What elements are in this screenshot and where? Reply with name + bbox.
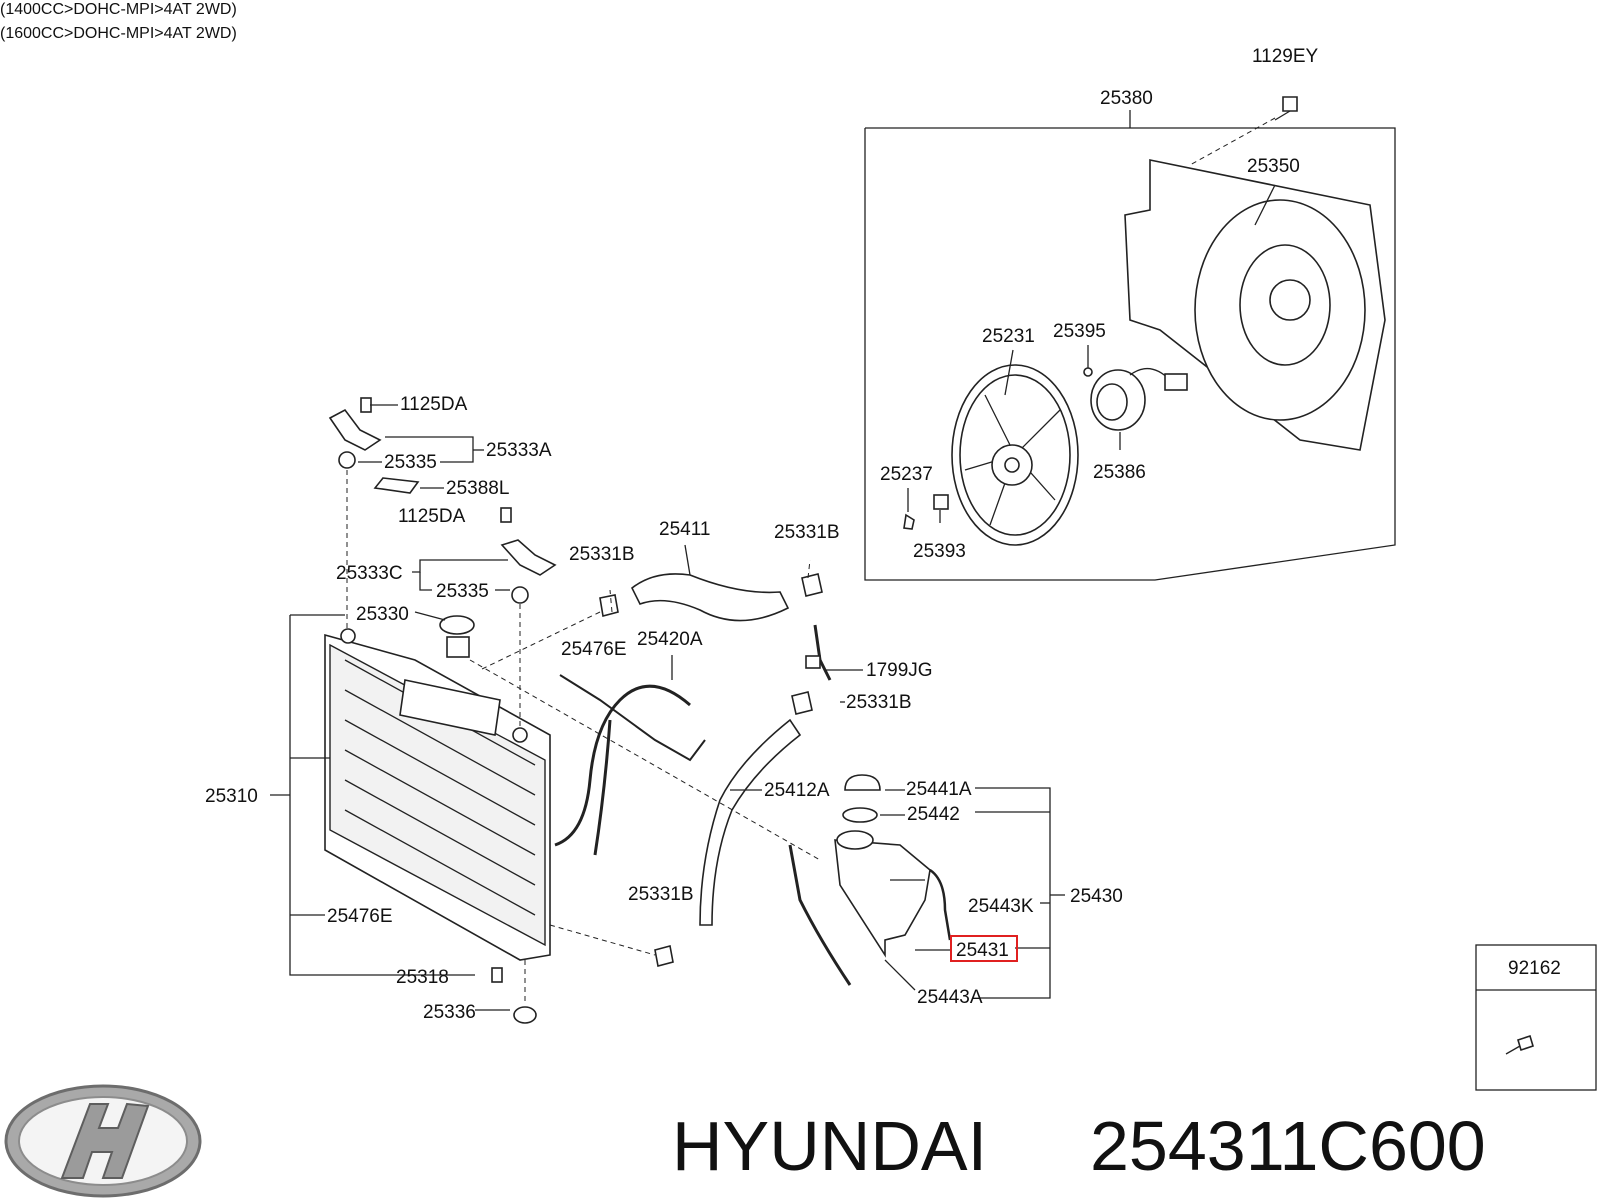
label-25395[interactable]: 25395 xyxy=(1053,321,1106,342)
screw-icon xyxy=(1517,1034,1534,1052)
reservoir-group xyxy=(834,774,952,958)
label-25386[interactable]: 25386 xyxy=(1093,462,1146,483)
part-labels: 1129EY 25380 25350 25231 25395 25237 253… xyxy=(205,46,1319,1023)
header-line-1: (1400CC>DOHC-MPI>4AT 2WD) xyxy=(0,1,237,18)
hose-clamp-3 xyxy=(791,691,813,715)
label-25420A[interactable]: 25420A xyxy=(637,629,703,650)
label-25412A[interactable]: 25412A xyxy=(764,780,830,801)
label-25331B-3[interactable]: 25331B xyxy=(846,692,912,713)
fan-assembly-group xyxy=(864,96,1396,581)
label-25388L[interactable]: 25388L xyxy=(446,478,509,499)
label-25237[interactable]: 25237 xyxy=(880,464,933,485)
hose-clamp-2 xyxy=(801,573,823,597)
brand-name: HYUNDAI xyxy=(672,1107,987,1185)
brand-part-number: 254311C600 xyxy=(1090,1107,1486,1185)
label-25331B-1[interactable]: 25331B xyxy=(569,544,635,565)
inset-92162: 92162 xyxy=(1475,944,1597,1091)
label-1129EY[interactable]: 1129EY xyxy=(1252,46,1319,67)
label-25333A[interactable]: 25333A xyxy=(486,440,552,461)
label-25476E-top[interactable]: 25476E xyxy=(561,639,627,660)
reservoir-tank xyxy=(834,839,931,958)
label-25443A[interactable]: 25443A xyxy=(917,987,983,1008)
label-25476E-bot[interactable]: 25476E xyxy=(327,906,393,927)
label-25318[interactable]: 25318 xyxy=(396,967,449,988)
bypass-hose xyxy=(554,684,691,847)
label-25350[interactable]: 25350 xyxy=(1247,156,1300,177)
label-25393[interactable]: 25393 xyxy=(913,541,966,562)
label-25333C[interactable]: 25333C xyxy=(336,563,403,584)
label-25331B-2[interactable]: 25331B xyxy=(774,522,840,543)
radiator-cap xyxy=(439,615,475,635)
label-25430[interactable]: 25430 xyxy=(1070,886,1123,907)
label-25231[interactable]: 25231 xyxy=(982,326,1035,347)
bolt-icon xyxy=(1282,96,1298,112)
label-25431[interactable]: 25431 xyxy=(956,940,1009,961)
label-25331B-4[interactable]: 25331B xyxy=(628,884,694,905)
hyundai-logo-icon xyxy=(4,1084,202,1198)
label-25411[interactable]: 25411 xyxy=(659,519,710,540)
label-1125DA-mid[interactable]: 1125DA xyxy=(398,506,466,527)
reservoir-gasket xyxy=(842,807,878,823)
hose-clamp-4 xyxy=(654,945,674,967)
reservoir-cap xyxy=(844,774,881,791)
label-25336[interactable]: 25336 xyxy=(423,1002,476,1023)
label-1799JG[interactable]: 1799JG xyxy=(866,660,933,681)
label-25310[interactable]: 25310 xyxy=(205,786,258,807)
upper-hose xyxy=(630,573,790,622)
radiator-group xyxy=(324,397,557,1024)
label-25330[interactable]: 25330 xyxy=(356,604,409,625)
label-25442[interactable]: 25442 xyxy=(907,804,960,825)
label-25443K[interactable]: 25443K xyxy=(968,896,1034,917)
label-25380[interactable]: 25380 xyxy=(1100,88,1153,109)
label-25441A[interactable]: 25441A xyxy=(906,779,972,800)
highlighted-part-box xyxy=(950,935,1018,962)
hose-clamp-1 xyxy=(599,594,619,617)
label-1125DA-top[interactable]: 1125DA xyxy=(400,394,468,415)
lower-hose xyxy=(699,718,802,926)
label-25335-top[interactable]: 25335 xyxy=(384,452,437,473)
label-25335-mid[interactable]: 25335 xyxy=(436,581,489,602)
hoses-group xyxy=(469,544,852,986)
header-line-2: (1600CC>DOHC-MPI>4AT 2WD) xyxy=(0,25,237,42)
upper-bracket xyxy=(328,408,382,451)
label-92162[interactable]: 92162 xyxy=(1508,958,1561,979)
leader-lines xyxy=(270,404,1065,1011)
